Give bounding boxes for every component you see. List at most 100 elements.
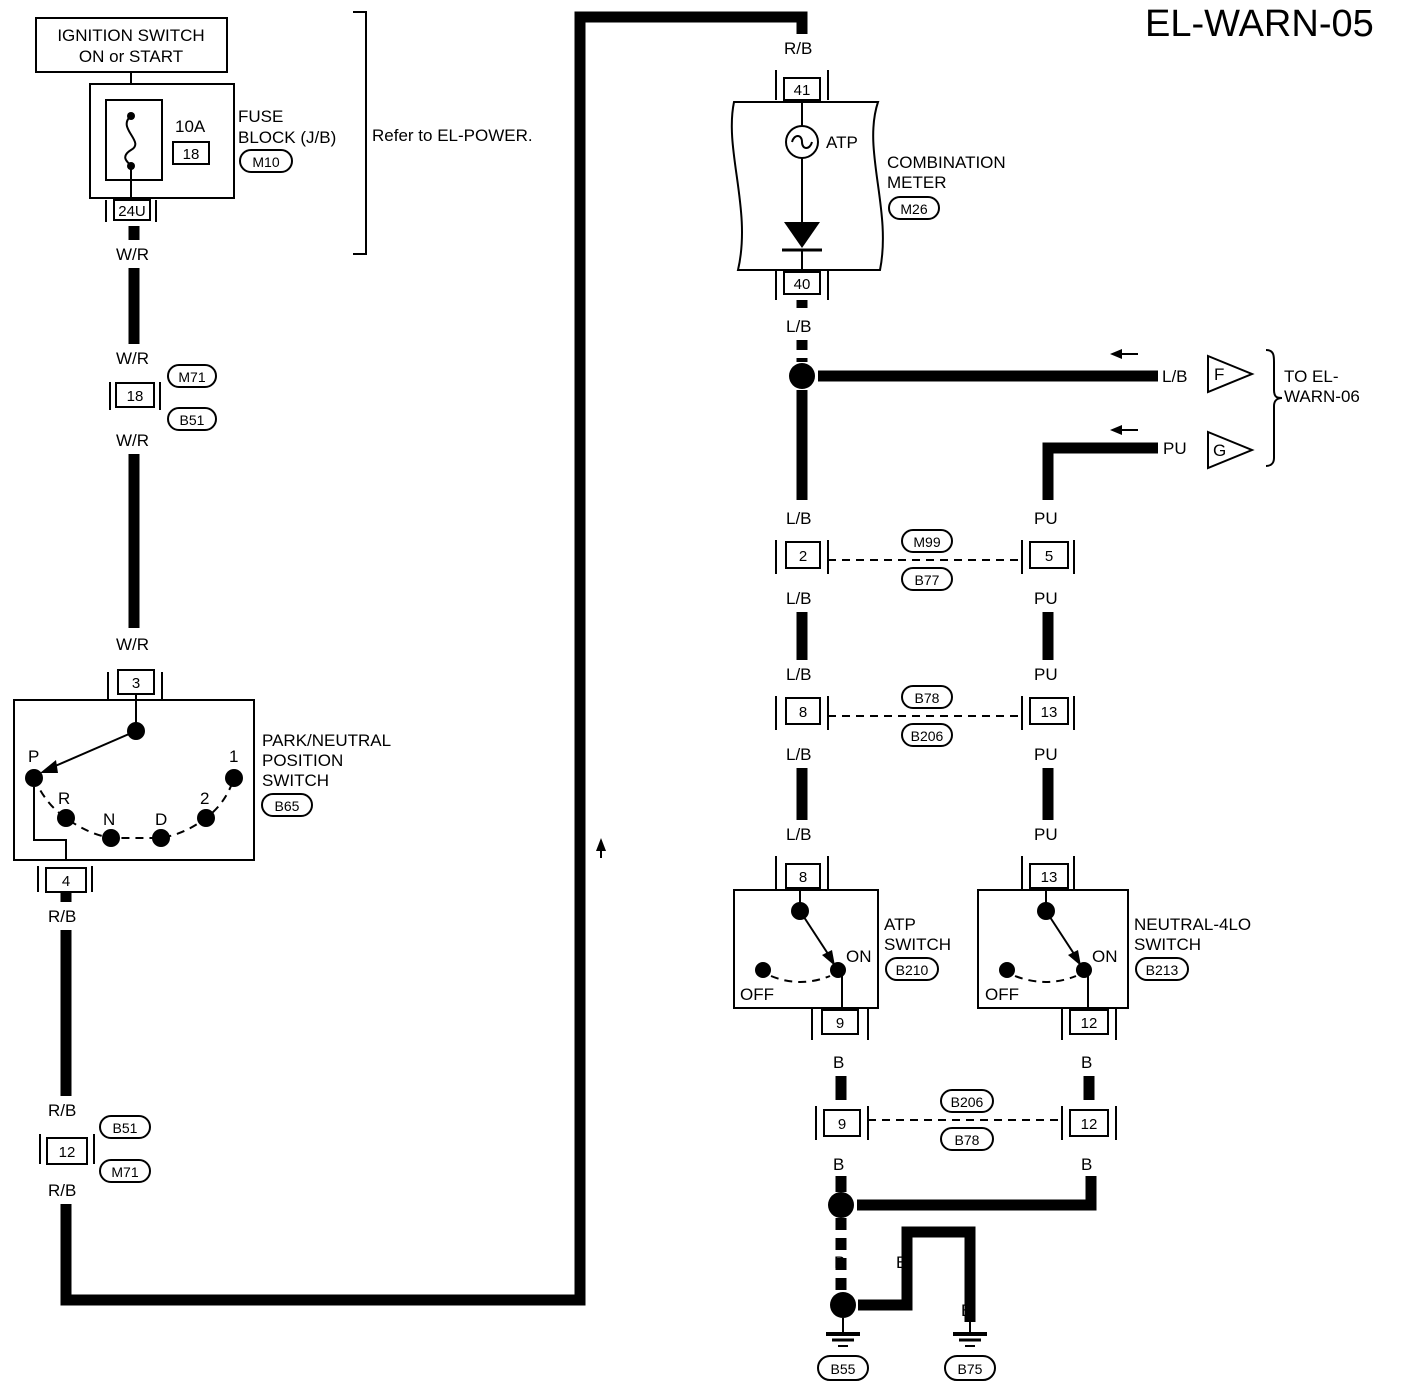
splice-b-2	[830, 1292, 856, 1318]
svg-text:N: N	[103, 810, 115, 829]
fuse-icon	[124, 115, 137, 167]
svg-text:B77: B77	[915, 572, 940, 588]
wire-rb-return	[60, 11, 808, 1306]
svg-text:12: 12	[1081, 1116, 1098, 1133]
svg-text:5: 5	[1045, 548, 1053, 565]
wire-label-rb-2: R/B	[48, 1101, 76, 1120]
wire-label-rb-3: R/B	[48, 1181, 76, 1200]
connector-12-right: 12	[1061, 1106, 1117, 1140]
current-arrow-up	[596, 838, 606, 851]
park-neutral-switch-label-3: SWITCH	[262, 771, 329, 790]
svg-text:IGNITION SWITCH: IGNITION SWITCH	[57, 26, 204, 45]
connector-f-flag: F	[1207, 354, 1255, 394]
fuse-block: 10A 18	[89, 72, 235, 200]
neutral-4lo-switch-label-2: SWITCH	[1134, 935, 1201, 954]
svg-text:ON: ON	[846, 947, 872, 966]
svg-text:ON or START: ON or START	[79, 47, 183, 66]
svg-text:G: G	[1213, 441, 1226, 460]
svg-text:OFF: OFF	[740, 985, 774, 1004]
wire-label-lb-5: L/B	[786, 745, 812, 764]
to-warn-06-label-2: WARN-06	[1284, 387, 1360, 406]
wire-pu-to-g	[1042, 442, 1158, 500]
connector-tag-b78: B78	[901, 685, 953, 709]
svg-text:B213: B213	[1146, 962, 1179, 978]
wire-label-b-5: B	[834, 1253, 845, 1272]
svg-text:OFF: OFF	[985, 985, 1019, 1004]
wire-label-b-2: B	[1081, 1053, 1092, 1072]
park-neutral-switch-label-2: POSITION	[262, 751, 343, 770]
wire-label-b-4: B	[1081, 1155, 1092, 1174]
combination-meter-label-2: METER	[887, 173, 947, 192]
svg-text:M10: M10	[252, 154, 279, 170]
svg-text:ATP: ATP	[826, 133, 858, 152]
combination-meter: ATP	[730, 100, 884, 272]
svg-text:P: P	[28, 747, 39, 766]
connector-tag-b77: B77	[901, 567, 953, 591]
ground-tag-b55: B55	[817, 1355, 869, 1381]
svg-text:B51: B51	[113, 1120, 138, 1136]
svg-text:B65: B65	[275, 798, 300, 814]
svg-text:M99: M99	[913, 534, 940, 550]
svg-text:4: 4	[62, 873, 70, 890]
park-neutral-switch: 3 P R N D 2 1 4	[13, 669, 255, 893]
svg-text:R: R	[58, 789, 70, 808]
connector-tag-m71-bottom: M71	[99, 1159, 151, 1183]
wire-label-wr-3: W/R	[116, 431, 149, 450]
svg-text:F: F	[1214, 365, 1224, 384]
svg-text:1: 1	[229, 747, 238, 766]
svg-text:2: 2	[200, 789, 209, 808]
wire-label-b-3: B	[833, 1155, 844, 1174]
svg-text:9: 9	[836, 1015, 844, 1032]
wire-label-b-7: B	[961, 1301, 972, 1320]
wire-label-rb-4: R/B	[784, 39, 812, 58]
connector-8: 8	[775, 696, 829, 730]
splice-b-1	[828, 1192, 854, 1218]
svg-text:B210: B210	[896, 962, 929, 978]
connector-tag-m99: M99	[901, 529, 953, 553]
connector-tag-m71-top: M71	[167, 364, 217, 388]
meter-connector-40: 40	[775, 270, 829, 300]
ground-icon-b75	[953, 1322, 987, 1347]
wire-label-lb-1: L/B	[786, 317, 812, 336]
svg-text:10A: 10A	[175, 117, 206, 136]
connector-9: 9	[815, 1106, 869, 1140]
svg-text:18: 18	[183, 146, 200, 163]
neutral-4lo-switch: 13 ON OFF 12	[977, 856, 1129, 1040]
fuse-block-label-2: BLOCK (J/B)	[238, 128, 336, 147]
svg-text:M71: M71	[111, 1164, 138, 1180]
connector-tag-b210: B210	[885, 957, 939, 981]
svg-text:24U: 24U	[118, 203, 146, 220]
svg-text:13: 13	[1041, 704, 1058, 721]
wire-label-b-1: B	[833, 1053, 844, 1072]
page-title: EL-WARN-05	[1145, 3, 1374, 45]
svg-text:B51: B51	[180, 412, 205, 428]
diode-icon	[784, 222, 820, 248]
connector-tag-b51-top: B51	[167, 407, 217, 431]
wire-label-wr-2: W/R	[116, 349, 149, 368]
svg-text:8: 8	[799, 704, 807, 721]
fuse-terminal: 24U	[105, 199, 157, 222]
ground-tag-b75: B75	[944, 1355, 996, 1381]
svg-text:B78: B78	[915, 690, 940, 706]
wire-label-lb-f: L/B	[1162, 367, 1188, 386]
wire-b-ground	[858, 1226, 976, 1322]
svg-text:18: 18	[127, 388, 144, 405]
svg-text:8: 8	[799, 869, 807, 886]
meter-connector-41: 41	[775, 70, 829, 101]
ignition-switch-label: IGNITION SWITCH ON or START	[35, 17, 228, 73]
neutral-4lo-switch-label: NEUTRAL-4LO	[1134, 915, 1251, 934]
wire-label-lb-6: L/B	[786, 825, 812, 844]
arrow-left-icon-2	[1110, 425, 1122, 435]
svg-text:B78: B78	[955, 1132, 980, 1148]
svg-text:9: 9	[838, 1116, 846, 1133]
svg-text:D: D	[155, 810, 167, 829]
fuse-block-label: FUSE	[238, 107, 283, 126]
to-warn-06-label: TO EL-	[1284, 367, 1338, 386]
connector-tag-b65: B65	[261, 793, 313, 817]
svg-text:12: 12	[1081, 1015, 1098, 1032]
connector-tag-b206-lower: B206	[940, 1089, 994, 1113]
combination-meter-label: COMBINATION	[887, 153, 1006, 172]
wire-label-wr-4: W/R	[116, 635, 149, 654]
connector-12: 12	[39, 1134, 95, 1165]
atp-switch-label-2: SWITCH	[884, 935, 951, 954]
